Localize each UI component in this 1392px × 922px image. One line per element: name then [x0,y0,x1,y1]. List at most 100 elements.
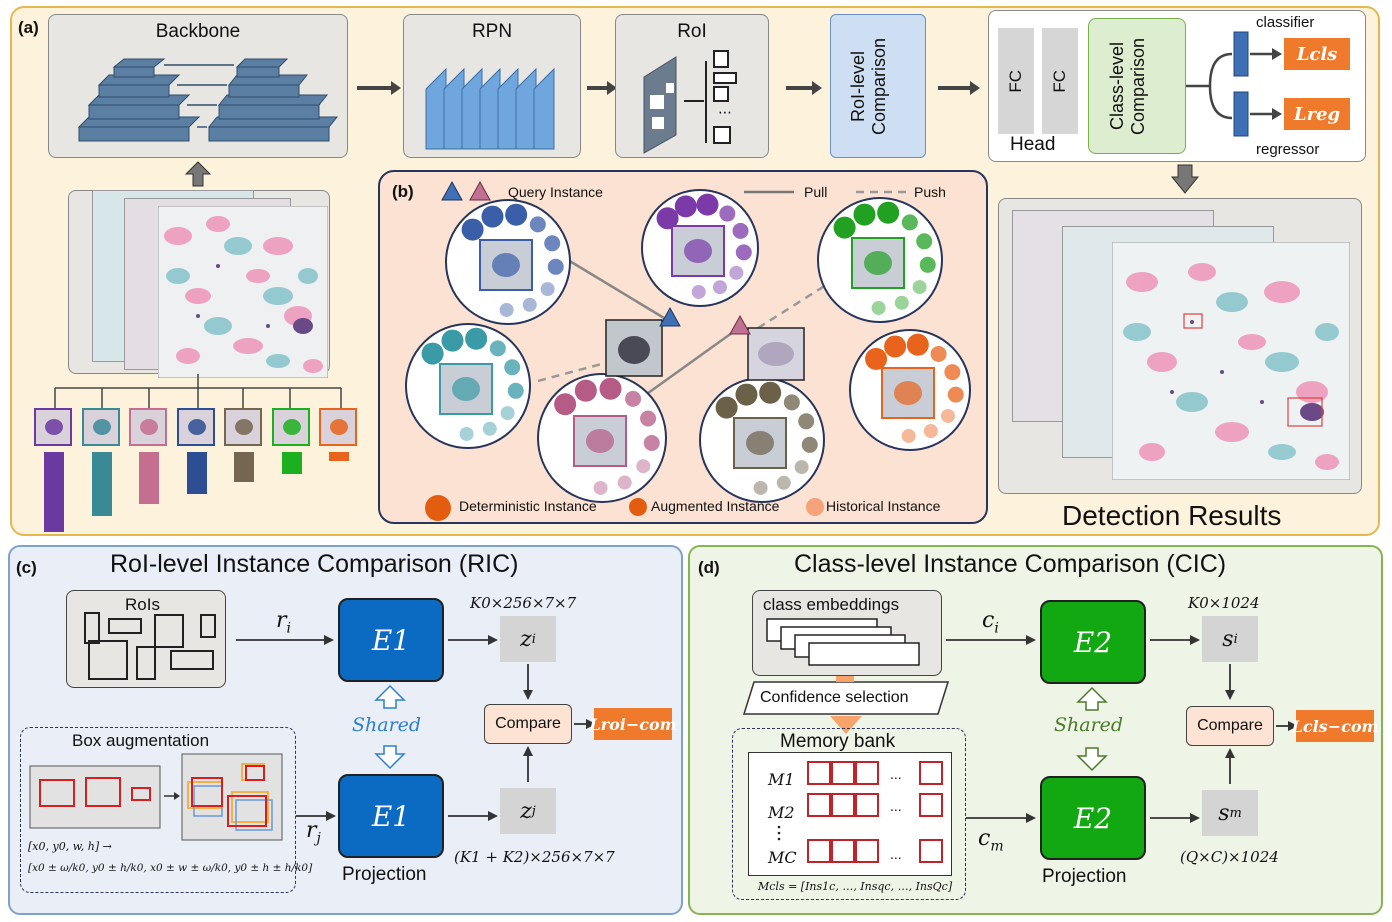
m1-label: M1 [768,770,795,789]
input-cytology-image [158,206,328,378]
roi-level-comparison-label: RoI-level Comparison [848,37,889,135]
cell-nucleus-icon [330,419,348,435]
instance-dot [865,347,888,370]
roi-level-comparison-block: RoI-level Comparison [830,14,926,158]
instance-dot [522,297,537,312]
roi-title: RoI [677,21,707,42]
instance-dot [554,393,577,416]
instance-dot [884,335,907,358]
class-thumbnail [176,408,215,446]
instance-dot [625,390,642,407]
memory-cell [807,839,831,863]
instance-dot [640,410,657,427]
mc-label: MC [768,848,797,867]
dim-top-c: K0×256×7×7 [470,594,577,612]
instance-dot [643,434,660,451]
class-frequency-bar [234,452,254,482]
cell-icon [586,429,614,453]
arrow-zj-compare [523,746,533,782]
legend-augmented-label: Augmented Instance [651,498,780,514]
shared-arrows-c [374,684,406,770]
legend-deterministic-label: Deterministic Instance [459,498,597,514]
class-thumbnail [129,408,167,446]
instance-dot [481,205,504,228]
detection-results-title: Detection Results [1062,500,1282,531]
panel-d-title: Class-level Instance Comparison (CIC) [794,550,1227,578]
class-embeddings-label: class embeddings [763,595,900,614]
projection-label-c: Projection [342,864,427,885]
rois-label: RoIs [125,595,160,614]
arrow-sm-compare [1225,748,1235,784]
vertical-dots [777,825,781,841]
class-frequency-bar [139,452,159,504]
query-triangles [441,180,491,201]
embeddings-stack-graphic [766,618,920,666]
dim-bottom-d: (Q×C)×1024 [1180,848,1279,866]
instance-dot [901,428,916,443]
arrow-e1-zj [448,811,498,821]
cell-nucleus-icon [140,419,158,435]
arrow-input-backbone [184,161,212,187]
instance-dot [947,386,964,403]
arrow-rois-e1 [236,635,334,645]
fc1-block: FC [998,28,1034,134]
cell-nucleus-icon [187,419,206,435]
panel-c-title: RoI-level Instance Comparison (RIC) [110,550,519,578]
instance-dot [794,460,809,475]
arrow-backbone-rpn [357,81,401,95]
instance-dot [617,475,632,490]
memory-cell [855,839,879,863]
instance-dot [894,295,909,310]
class-embeddings-block: class embeddings [752,590,942,676]
instance-dot [507,382,524,399]
mcls-formula: Mcls = [Ins1c, …, Insqc, …, InsQc] [758,880,953,893]
instance-dot [529,216,546,233]
instance-dot [465,327,488,350]
shared-label-c: Shared [352,714,422,736]
box-augmentation-label: Box augmentation [72,731,210,750]
class-distribution [34,408,374,536]
memory-cell [831,761,855,785]
instance-dot [735,244,752,261]
fc1-label: FC [1006,69,1025,93]
instance-crop [733,417,787,469]
loss-reg: Lreg [1284,98,1350,130]
head-branches-graphic [1186,31,1282,137]
instance-dot [574,379,597,402]
instance-dot [459,426,474,441]
memory-bank-block [732,728,966,900]
arrow-e2-sm [1150,813,1200,823]
legend-augmented-dot [629,498,647,516]
arrow-mem-e2 [966,813,1036,823]
instance-dot [540,282,555,297]
cell-icon [492,253,520,277]
m2-label: M2 [768,803,795,822]
fc2-block: FC [1042,28,1078,134]
arrow-e1-zi [448,635,498,645]
instance-dot [833,216,856,239]
instance-crop [851,237,905,289]
instance-dot [919,256,936,273]
instance-dot [729,265,744,280]
memory-cell [807,793,831,817]
memory-cell [919,793,943,817]
instance-dot [776,475,791,490]
instance-dot [500,406,515,421]
instance-dot [901,214,918,231]
instance-dot [544,235,561,252]
instance-dot [912,280,927,295]
rois-boxes-graphic [84,612,216,680]
arrow-compare-loss-c [574,719,596,729]
arrow-roi-comparison [786,81,822,95]
instance-dot [421,342,444,365]
loss-cls-com: Lcls−com [1292,710,1378,742]
panel-c-label: (c) [16,558,37,577]
query-triangle-pink [729,314,751,335]
arrow-si-compare [1225,664,1235,700]
class-frequency-bar [329,452,349,461]
cell-icon [894,381,922,405]
instance-dot [944,364,961,381]
encoder-e1-top: E1 [338,598,444,682]
